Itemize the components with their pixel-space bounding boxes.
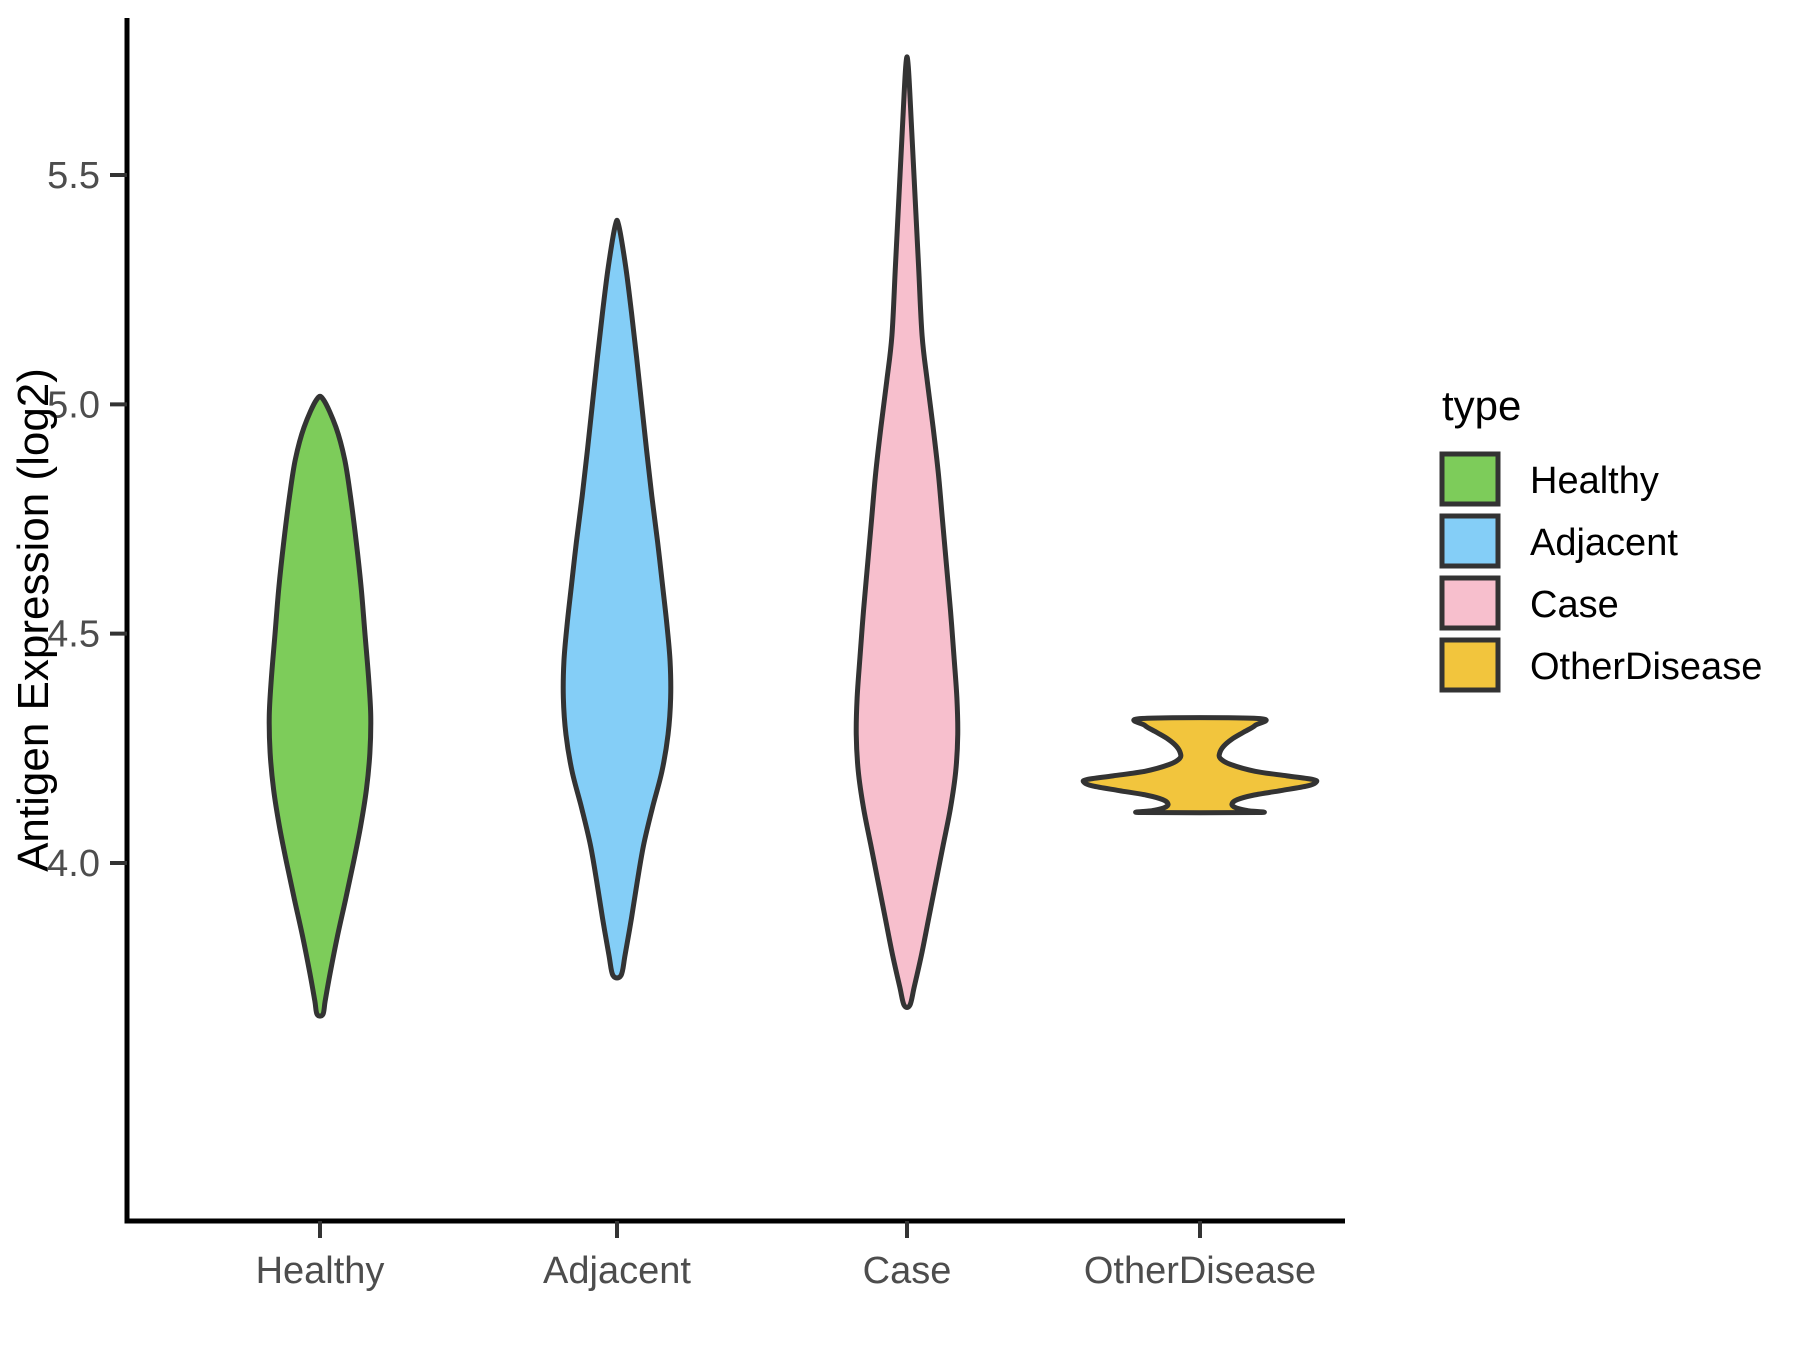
violin-adjacent [560,217,674,981]
legend-label-otherdisease: OtherDisease [1530,646,1762,688]
y-tick-label: 4.5 [47,614,100,656]
x-axis-tick-labels: Healthy Adjacent Case OtherDisease [256,1250,1317,1292]
x-tick-label: Case [863,1250,952,1292]
x-tick-label: Adjacent [543,1250,691,1292]
y-axis-title: Antigen Expression (log2) [9,368,58,872]
x-tick-label: OtherDisease [1084,1250,1316,1292]
legend-label-adjacent: Adjacent [1530,522,1678,564]
legend-swatch-adjacent[interactable] [1439,513,1501,569]
y-axis-tick-labels: 5.5 5.0 4.5 4.0 [47,155,100,885]
legend-swatch-otherdisease[interactable] [1439,637,1501,693]
violin-case [853,54,961,1010]
y-tick-label: 5.5 [47,155,100,197]
x-tick-label: Healthy [256,1250,385,1292]
y-axis-ticks [110,173,127,866]
x-axis-ticks [318,1221,1202,1238]
legend-title: type [1442,382,1521,429]
violin-healthy [266,393,374,1019]
axis-lines [124,18,1345,1224]
violin-otherdisease [1080,715,1320,816]
y-tick-label: 5.0 [47,384,100,426]
legend-label-case: Case [1530,584,1619,626]
violin-group [266,54,1320,1019]
y-tick-label: 4.0 [47,843,100,885]
legend-swatch-healthy[interactable] [1439,451,1501,507]
legend-swatch-case[interactable] [1439,575,1501,631]
legend-label-healthy: Healthy [1530,460,1659,502]
